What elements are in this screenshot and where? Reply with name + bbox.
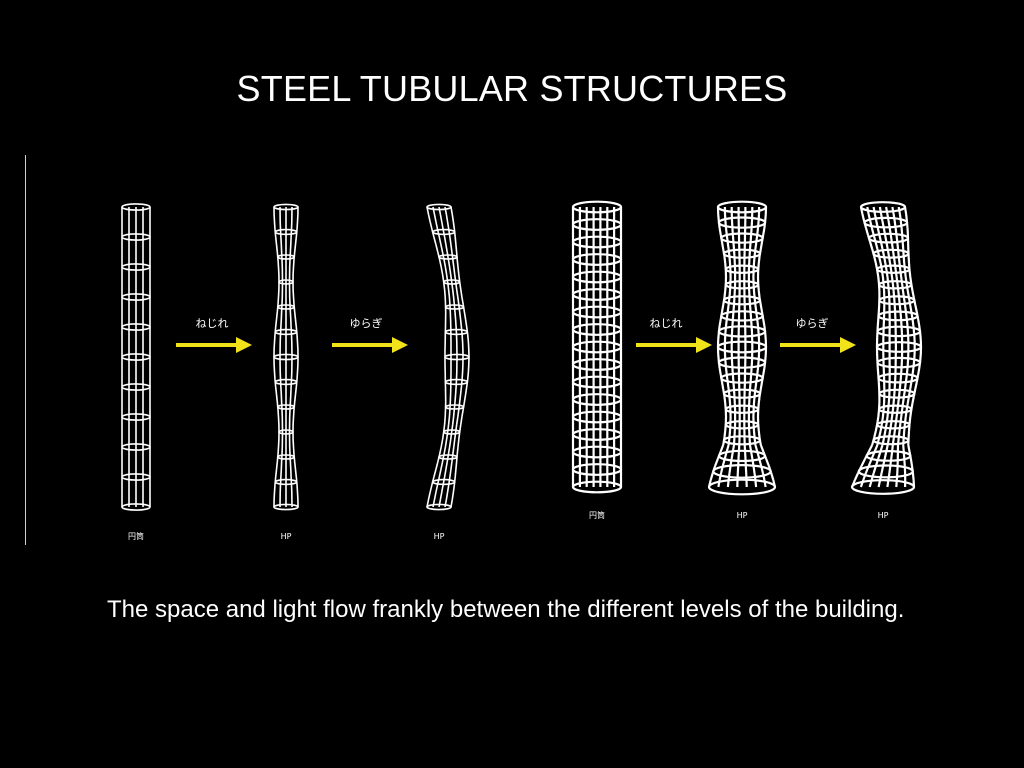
arrow-twist-left [176,337,252,353]
arrow-sway-right [780,337,856,353]
tube-label-2: HP [281,532,292,541]
tube-label-1: 円筒 [128,531,144,541]
tube-label-3: HP [434,532,445,541]
slide-title: STEEL TUBULAR STRUCTURES [236,68,788,109]
arrow-label-twist-right: ねじれ [650,317,683,330]
diagram-background [100,195,930,550]
arrow-label-sway-right: ゆらぎ [796,316,829,330]
tube-cylinder-simple [121,203,151,511]
tube-hp-swayed-simple [426,203,470,511]
arrow-sway-left [332,337,408,353]
tube-hp-twisted-lattice [707,200,777,496]
tube-label-6: HP [878,511,889,520]
tube-hp-twisted-simple [273,203,299,511]
arrow-label-twist-left: ねじれ [196,317,229,330]
tube-structure-diagram: ねじれ ゆらぎ ねじれ ゆらぎ 円筒 HP HP 円筒 HP HP [100,195,930,550]
slide-caption: The space and light flow frankly between… [107,596,905,623]
arrow-label-sway-left: ゆらぎ [350,316,383,330]
tube-cylinder-lattice [571,200,623,494]
tube-label-4: 円筒 [589,510,605,520]
vertical-divider-line [25,155,26,545]
tube-label-5: HP [737,511,748,520]
tube-hp-swayed-lattice [850,201,923,495]
arrow-twist-right [636,337,712,353]
